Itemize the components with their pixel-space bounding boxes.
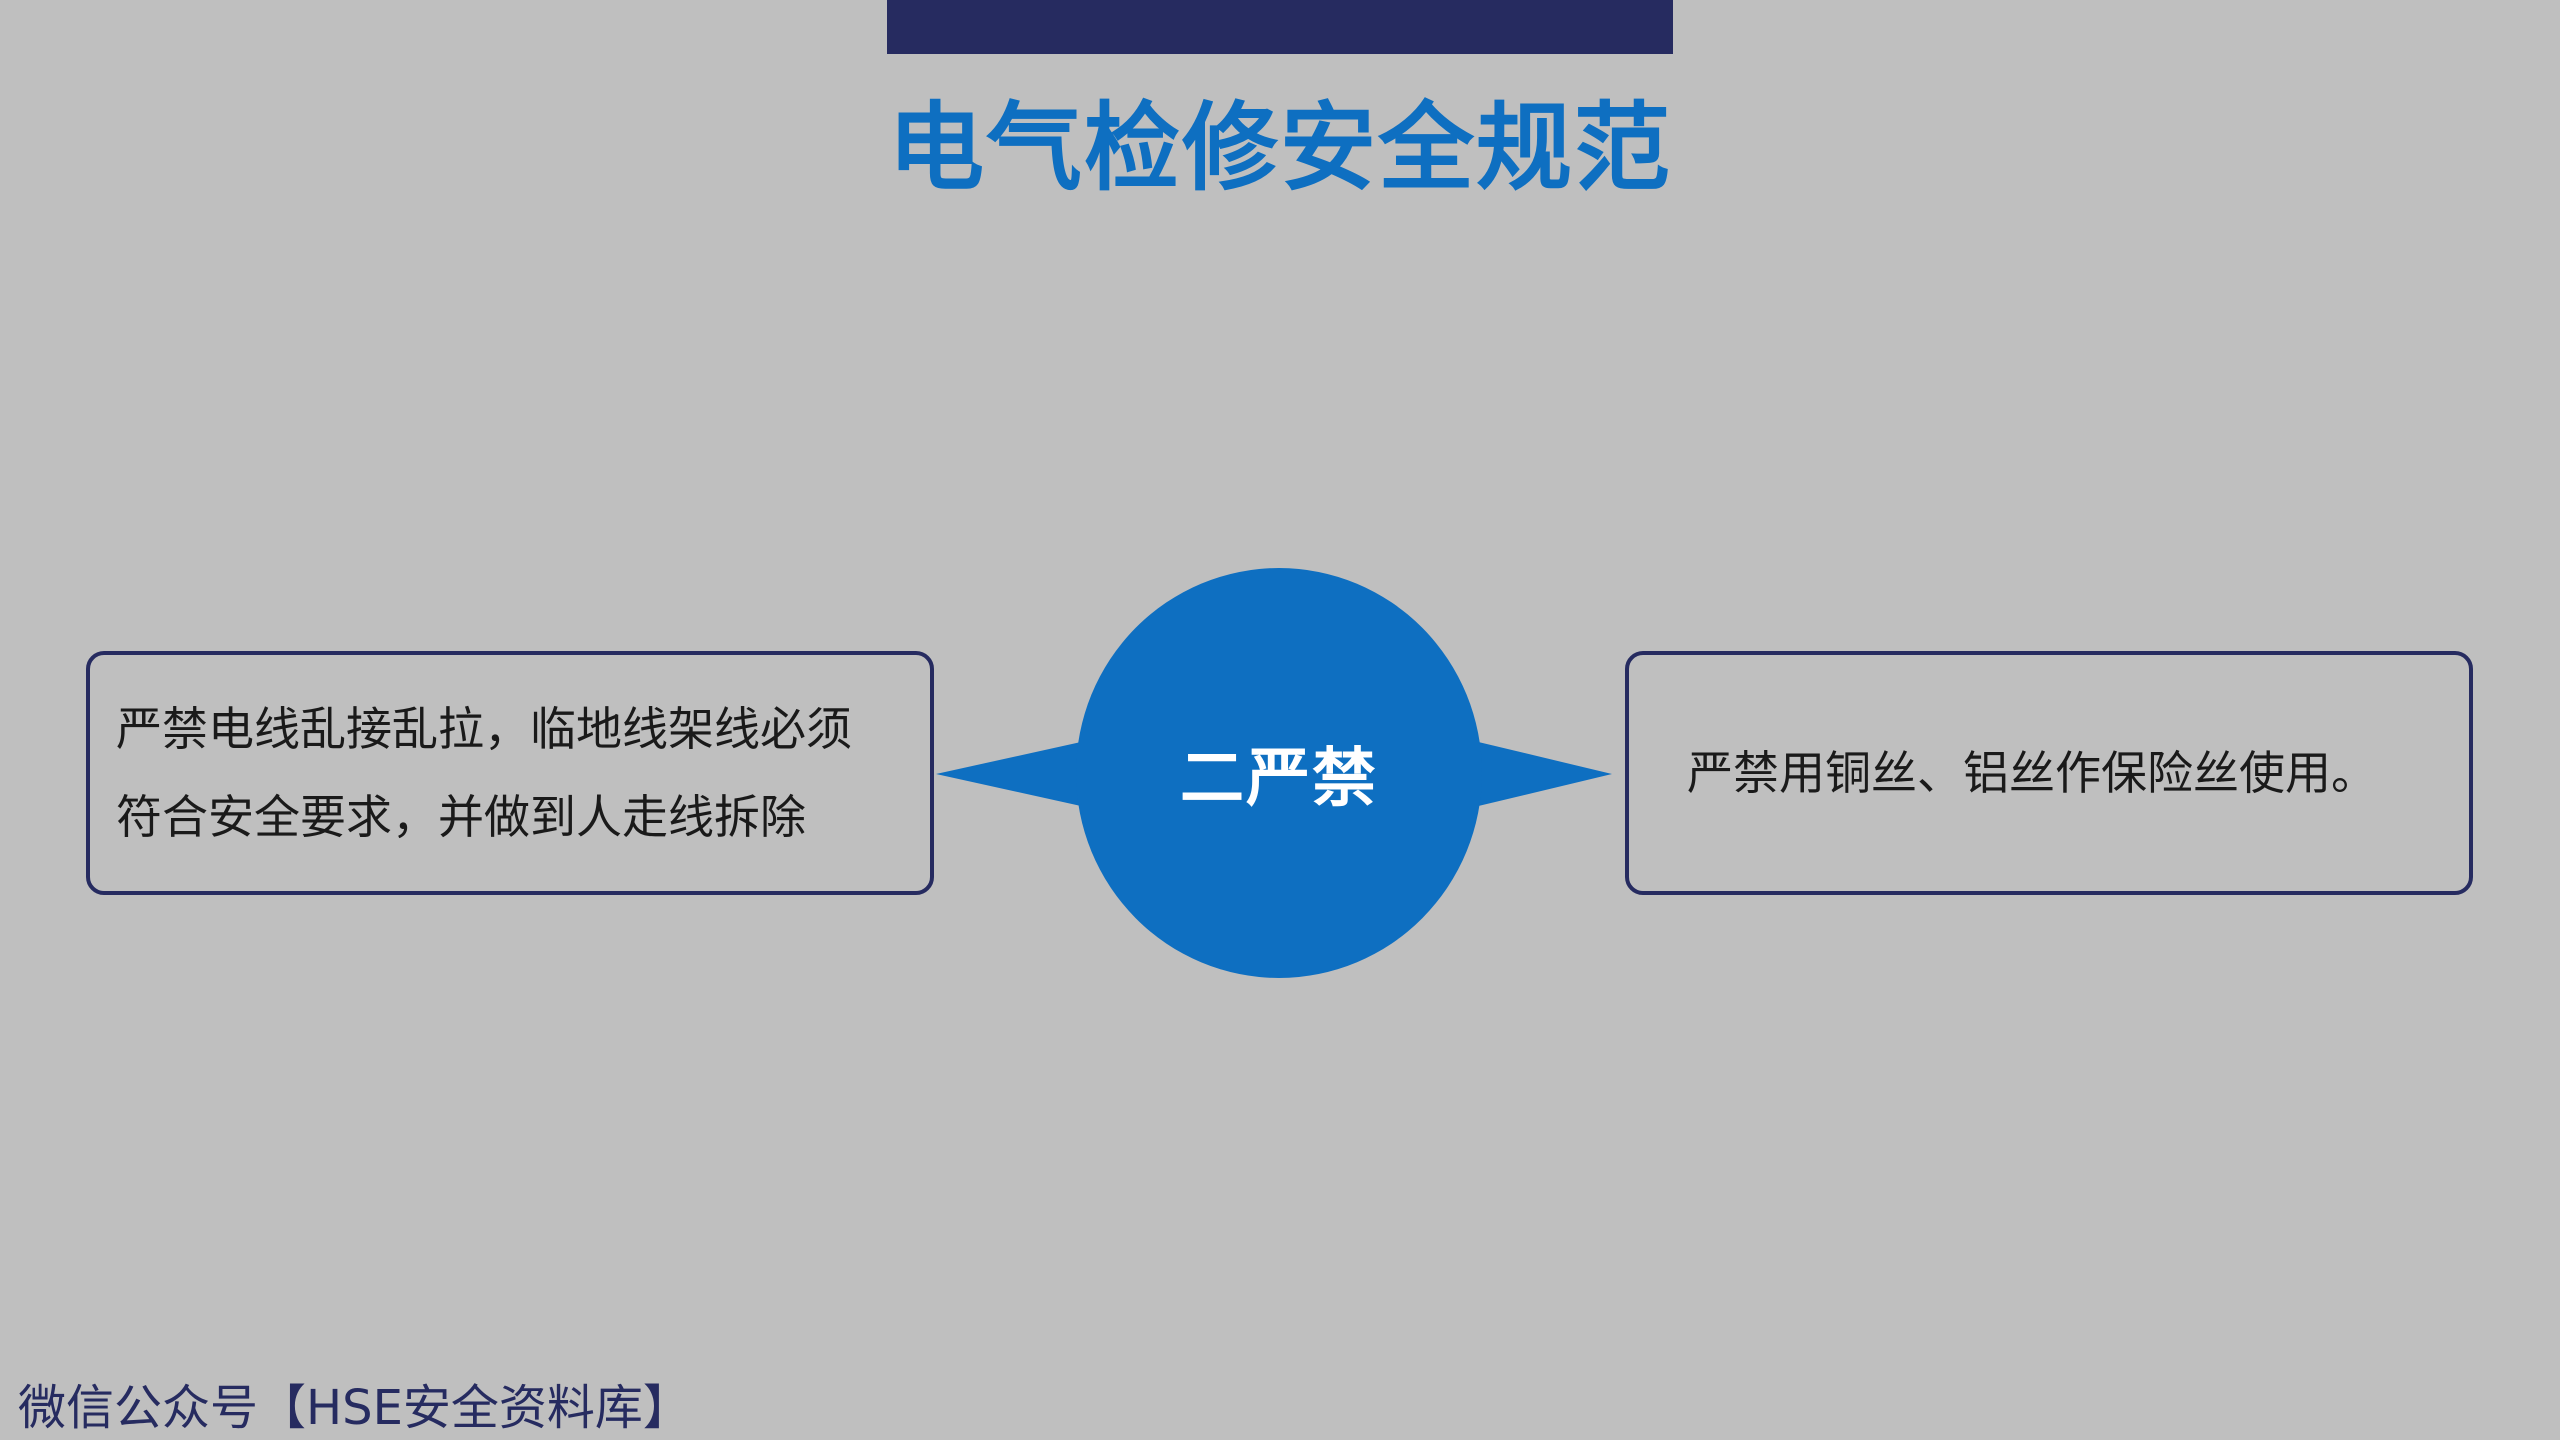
center-circle: 二严禁 — [1076, 568, 1482, 978]
left-rule-text: 严禁电线乱接乱拉，临地线架线必须符合安全要求，并做到人走线拆除 — [116, 702, 852, 844]
right-rule-box: 严禁用铜丝、铝丝作保险丝使用。 — [1625, 651, 2473, 895]
left-arrow-pointer — [936, 740, 1090, 808]
footer-watermark: 微信公众号【HSE安全资料库】 — [18, 1380, 691, 1436]
center-label: 二严禁 — [1180, 742, 1378, 816]
left-rule-box: 严禁电线乱接乱拉，临地线架线必须符合安全要求，并做到人走线拆除 — [86, 651, 934, 895]
slide-title: 电气检修安全规范 — [888, 92, 1672, 204]
right-arrow-pointer — [1470, 740, 1612, 808]
top-accent-bar — [887, 0, 1673, 54]
right-rule-text: 严禁用铜丝、铝丝作保险丝使用。 — [1687, 746, 2377, 800]
